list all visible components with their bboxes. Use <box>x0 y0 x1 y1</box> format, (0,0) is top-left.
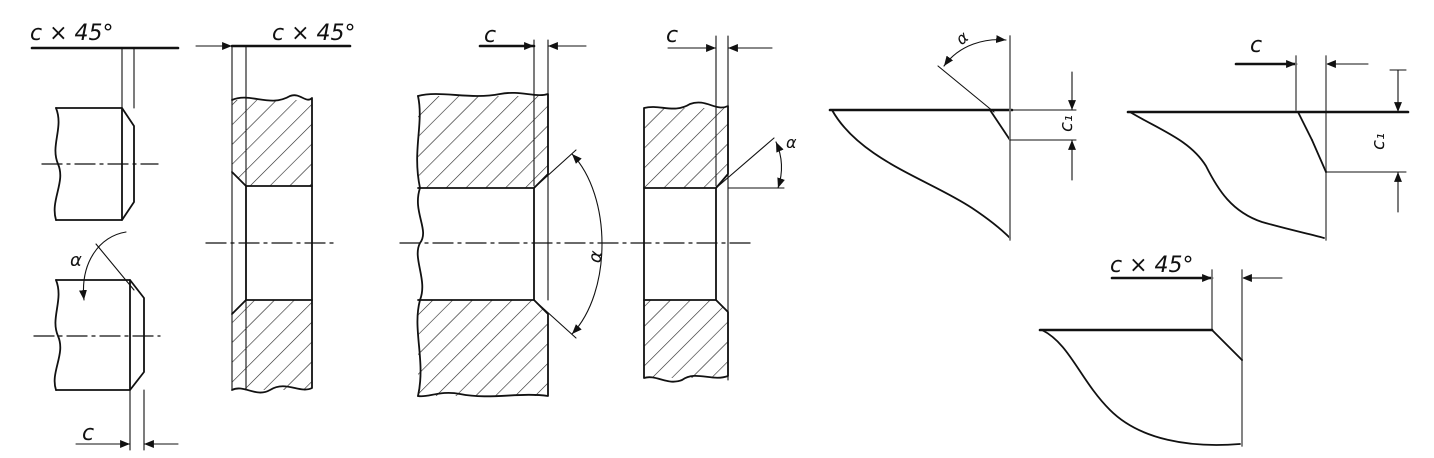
hole-chamfer-angle: c α <box>399 23 751 398</box>
alpha-label-hole-right: α <box>786 133 797 152</box>
profile-angle-c1: α c₁ <box>828 27 1077 241</box>
alpha-label-hole-mid: α <box>584 249 607 264</box>
chamfer-45-label-a: c × 45° <box>30 21 114 46</box>
shaft-chamfer-top: c × 45° <box>30 21 180 221</box>
c-label-hole-mid: c <box>484 23 496 48</box>
c-label-hole-right: c <box>666 23 678 48</box>
chamfer-45-label-b: c × 45° <box>272 21 356 46</box>
c1-label-right: c₁ <box>1368 133 1389 150</box>
chamfer-45-label-c: c × 45° <box>1110 253 1194 278</box>
alpha-label-shaft: α <box>70 250 82 271</box>
c-label-shaft: c <box>82 421 94 446</box>
profile-chamfer-45: c × 45° <box>1038 253 1283 447</box>
profile-c-c1: c c₁ <box>1126 33 1410 241</box>
c-label-right-top: c <box>1250 33 1262 58</box>
hole-chamfer-45: c × 45° <box>195 21 356 394</box>
hole-chamfer-right: c α <box>643 23 797 383</box>
shaft-chamfer-angle: α c <box>33 231 179 451</box>
c1-label-left: c₁ <box>1056 115 1077 132</box>
